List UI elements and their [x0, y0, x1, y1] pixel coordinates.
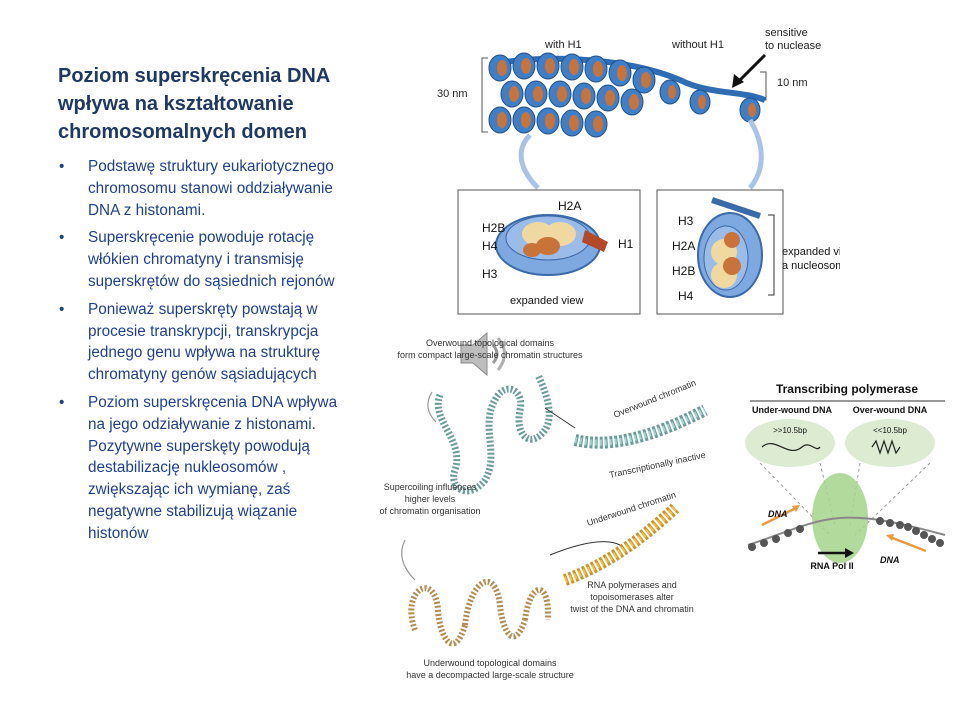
chromatin-fiber-30nm [488, 52, 767, 138]
left-panel-caption: expanded view [510, 295, 583, 307]
nucleosome-right [697, 197, 763, 298]
bullet-symbol: • [59, 300, 65, 318]
bullet-symbol: • [59, 158, 65, 175]
supercoil-line3: of chromatin organisation [379, 506, 480, 516]
bullet-symbol: • [59, 393, 65, 411]
nucleosome-left [495, 214, 608, 276]
slide-title: Poziom superskręcenia DNA wpływa na kszt… [58, 65, 330, 143]
rnapol-line2: topoisomerases alter [590, 592, 674, 602]
bullet-item: • Podstawę struktury eukariotycznego chro… [58, 156, 358, 221]
right-label-h2b: H2B [672, 264, 695, 278]
bullet-item: • Ponieważ superskręty powstają w procesi… [58, 299, 358, 386]
overwound-chromatin [573, 404, 708, 449]
orange-arrowhead-left-icon [792, 505, 800, 512]
left-label-h2b: H2B [482, 221, 505, 235]
under-wound-helix [761, 443, 821, 451]
bullet-text: Podstawę struktury eukariotycznego chrom… [88, 158, 334, 219]
under-wound-bubble [745, 419, 835, 467]
inactive-label: Transcriptionally inactive [608, 450, 706, 480]
curved-arrow-mid-icon [549, 541, 621, 556]
under-wound-label: Under-wound DNA [752, 405, 832, 415]
top-caption-line1: Overwound topological domains [426, 338, 555, 348]
orange-arrow-left-icon [761, 505, 799, 527]
label-30nm: 30 nm [437, 88, 468, 100]
dna-label-right: DNA [880, 555, 900, 565]
bullet-item: • Poziom superskręcenia DNA wpływa na jeg… [58, 392, 358, 545]
supercoil-line2: higher levels [405, 494, 456, 504]
right-caption-line2: a nucleosome [782, 260, 840, 272]
right-label-h4: H4 [678, 289, 694, 303]
chromatin-fiber-figure: with H1 without H1 sensitive to nuclease… [437, 27, 840, 315]
nuclease-arrow-icon [736, 53, 767, 84]
polymerase-title: Transcribing polymerase [776, 382, 918, 396]
topological-domains-figure: Overwound topological domains form compa… [379, 338, 708, 680]
label-10nm: 10 nm [777, 77, 808, 89]
rnapol-line1: RNA polymerases and [587, 580, 677, 590]
right-label-h3: H3 [678, 214, 694, 228]
left-label-h1: H1 [618, 237, 634, 251]
curved-arrow-bottom-icon [401, 539, 416, 581]
underwound-domains-loops [408, 578, 552, 647]
pointer-line-top [544, 407, 576, 429]
bullet-text: Superskręcenie powoduje rotację włókien … [88, 229, 335, 290]
speaker-icon[interactable] [455, 325, 515, 383]
nuclease-arrowhead-icon [732, 74, 744, 88]
curved-arrow-top-icon [427, 391, 437, 423]
bullet-symbol: • [59, 229, 65, 247]
top-caption-line2: form compact large-scale chromatin struc… [397, 350, 583, 360]
expand-arrow-right-icon [747, 118, 764, 190]
rna-pol-label: RNA Pol II [810, 561, 853, 571]
zoom-line-1 [759, 462, 831, 536]
over-wound-helix [871, 439, 901, 455]
bottom-caption-line1: Underwound topological domains [423, 658, 557, 668]
nucleosome-beads [748, 517, 944, 551]
orange-arrow-right-icon [889, 535, 927, 553]
label-sensitive: sensitive [765, 27, 808, 39]
bullet-text: Poziom superskręcenia DNA wpływa na jego… [88, 393, 338, 542]
orange-arrowhead-right-icon [886, 534, 894, 541]
dna-label-left: DNA [768, 509, 788, 519]
over-bp: <<10.5bp [873, 426, 907, 435]
bracket-30nm [481, 57, 488, 133]
supercoil-line1: Supercoiling influences [384, 482, 477, 492]
left-label-h2a: H2A [558, 199, 581, 213]
right-caption-line1: expanded view of [782, 246, 840, 258]
right-label-h2a: H2A [672, 239, 695, 253]
underwound-label: Underwound chromatin [586, 490, 678, 528]
bottom-caption-line2: have a decompacted large-scale structure [406, 670, 574, 680]
transcription-arrowhead-icon [845, 548, 854, 558]
transcribing-polymerase-figure: Transcribing polymerase Under-wound DNA … [745, 382, 946, 571]
over-wound-label: Over-wound DNA [853, 405, 928, 415]
underwound-chromatin [562, 503, 680, 586]
overwound-domains-chain [434, 373, 553, 495]
left-label-h4: H4 [482, 239, 498, 253]
bullet-item: • Superskręcenie powoduje rotację włókien… [58, 227, 358, 292]
left-label-h3: H3 [482, 267, 498, 281]
under-bp: >>10.5bp [773, 426, 807, 435]
bullet-text: Ponieważ superskręty powstają w procesie… [88, 300, 321, 384]
label-without-h1: without H1 [671, 39, 724, 51]
over-wound-bubble [845, 419, 935, 467]
rnapol-line3: twist of the DNA and chromatin [570, 604, 694, 614]
expand-arrow-left-icon [518, 133, 540, 190]
bullet-list: • Podstawę struktury eukariotycznego chro… [58, 156, 358, 551]
nucleosome-bracket [768, 214, 775, 296]
label-to-nuclease: to nuclease [765, 40, 821, 52]
label-with-h1: with H1 [544, 39, 582, 51]
